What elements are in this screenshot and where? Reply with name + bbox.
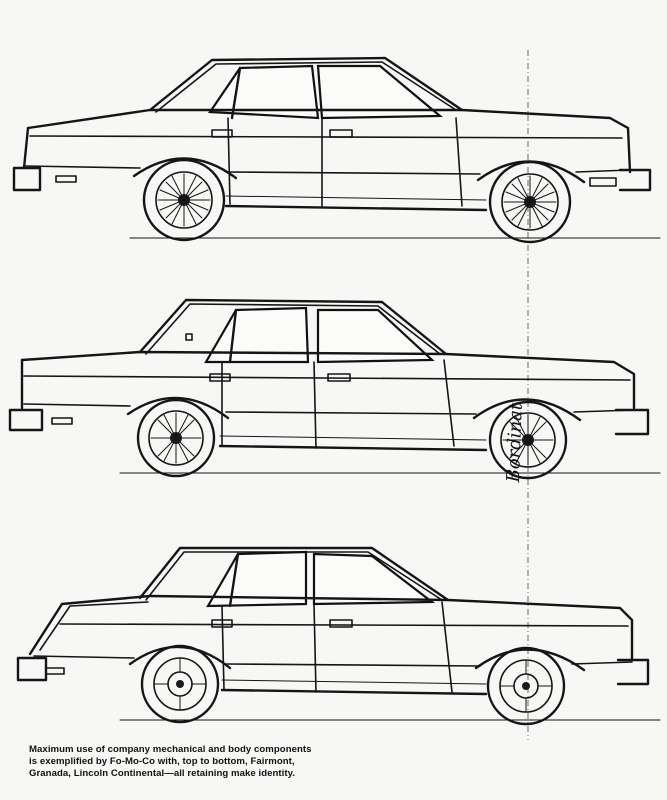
caption-line-2: is exemplified by Fo-Mo-Co with, top to … <box>29 756 295 768</box>
car-sketch-bottom <box>16 546 650 726</box>
figure-caption: Maximum use of company mechanical and bo… <box>29 744 359 781</box>
wheel-rear-bottom <box>140 644 220 724</box>
car-sketch-middle <box>8 298 650 480</box>
wheel-front-middle <box>488 400 568 480</box>
car-sketch-top <box>12 56 652 244</box>
wheel-rear-middle <box>136 398 216 478</box>
wheel-front-top <box>488 160 572 244</box>
caption-line-1: Maximum use of company mechanical and bo… <box>29 744 312 755</box>
artist-signature: Bordinat <box>503 402 527 483</box>
wheel-rear-top <box>142 158 226 242</box>
caption-line-3: Granada, Lincoln Continental—all retaini… <box>29 768 296 780</box>
wheel-front-bottom <box>486 646 566 726</box>
